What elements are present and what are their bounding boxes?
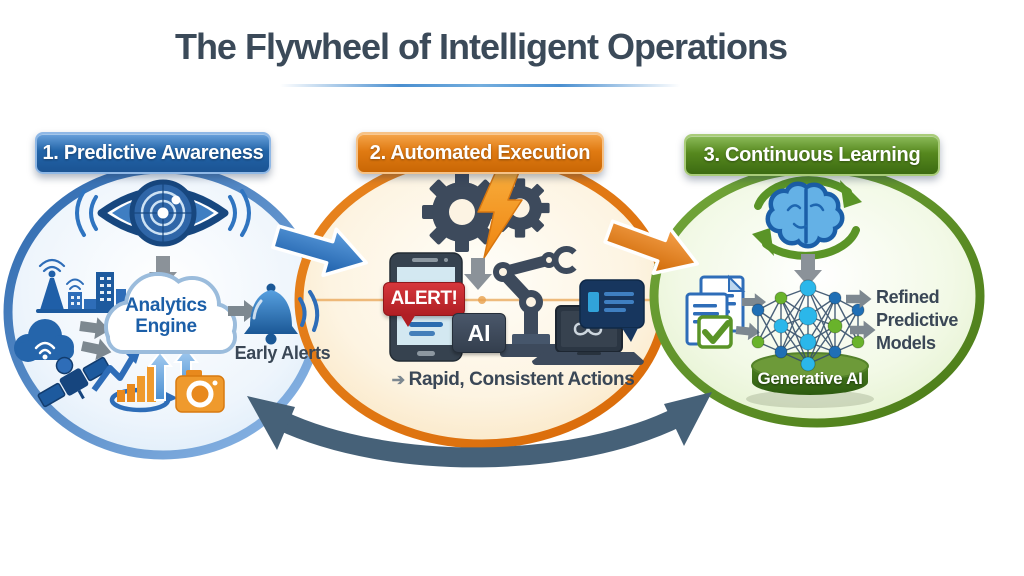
neural-network-icon (751, 279, 865, 372)
bar-chart-icon (109, 366, 178, 413)
signal-arcs-icon (75, 189, 251, 237)
title-underline (280, 84, 680, 87)
documents-check-icon (685, 274, 746, 349)
stage3-label: 3. Continuous Learning (703, 143, 921, 166)
analytics-cloud-icon (104, 272, 237, 354)
analytics-engine-label: Analytics Engine (125, 295, 207, 337)
feedback-loop-arrow (247, 392, 712, 468)
early-alerts-label: Early Alerts (234, 343, 331, 363)
city-sensors-icon (36, 258, 128, 313)
robot-arm-icon (493, 246, 577, 357)
ai-chip: AI (452, 313, 506, 353)
up-arrows-icon (146, 346, 200, 401)
brain-cycle-icon (752, 176, 862, 260)
alert-badge-tail (400, 314, 416, 327)
caption-arrow-icon: ➔ (391, 372, 405, 389)
rapid-actions-label: ➔Rapid, Consistent Actions (391, 369, 635, 390)
wifi-cloud-icon (14, 319, 74, 362)
stage1-header: 1. Predictive Awareness (35, 132, 271, 174)
radar-eye-icon (97, 179, 229, 247)
refined-models-label: Refined Predictive Models (876, 287, 959, 353)
stage2-header: 2. Automated Execution (356, 132, 604, 174)
stage2-to-stage3-arrow (603, 219, 699, 276)
stage1-label: 1. Predictive Awareness (42, 141, 264, 164)
generative-ai-label: Generative AI (757, 369, 863, 388)
camera-icon (175, 370, 225, 413)
alert-bell-icon (244, 283, 320, 345)
stage1-to-stage2-arrow (271, 224, 368, 278)
alert-badge: ALERT! (383, 282, 465, 316)
satellite-icon (37, 356, 111, 408)
stage2-label: 2. Automated Execution (369, 141, 591, 164)
page-title: The Flywheel of Intelligent Operations (174, 26, 788, 67)
stage3-header: 3. Continuous Learning (684, 134, 940, 176)
chat-window-icon (579, 279, 645, 342)
